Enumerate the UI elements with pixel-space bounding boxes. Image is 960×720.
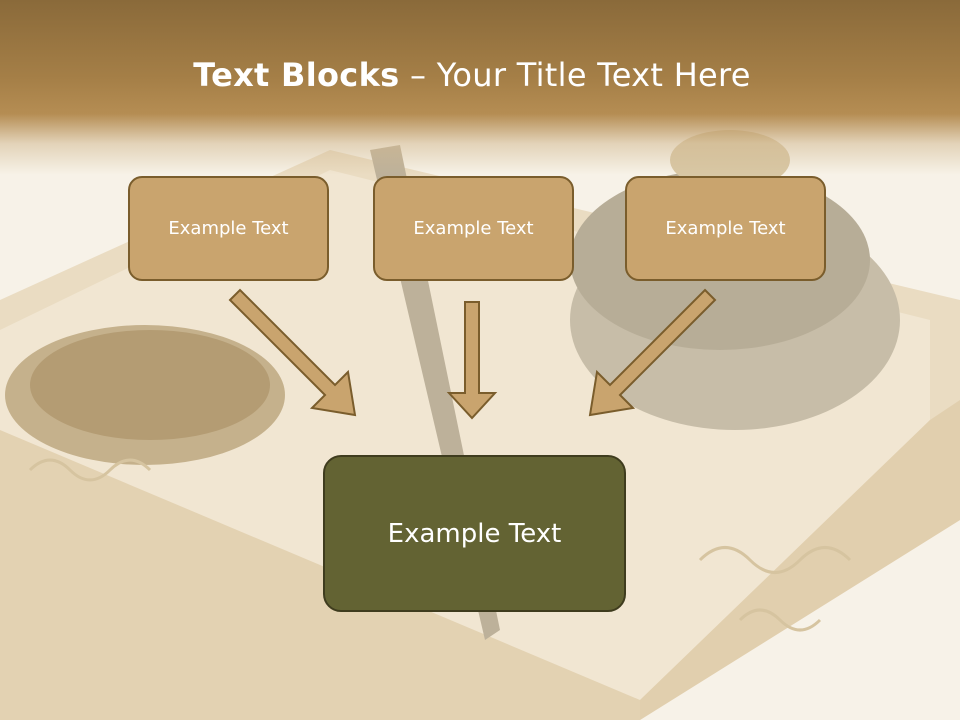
text-block-3[interactable]: Example Text [625,176,826,281]
text-block-1-label: Example Text [168,218,289,239]
title-rest: Your Title Text Here [436,56,751,94]
slide-title: Text Blocks – Your Title Text Here [0,52,944,98]
text-block-2-label: Example Text [413,218,534,239]
text-block-3-label: Example Text [665,218,786,239]
arrow-left [228,288,357,417]
header-band [0,0,960,175]
target-text-block-label: Example Text [387,518,562,549]
title-bold: Text Blocks [193,56,400,94]
text-block-1[interactable]: Example Text [128,176,329,281]
arrow-center [446,301,498,420]
target-text-block[interactable]: Example Text [323,455,626,612]
arrow-right [588,288,717,417]
text-block-2[interactable]: Example Text [373,176,574,281]
title-dash: – [399,56,437,94]
